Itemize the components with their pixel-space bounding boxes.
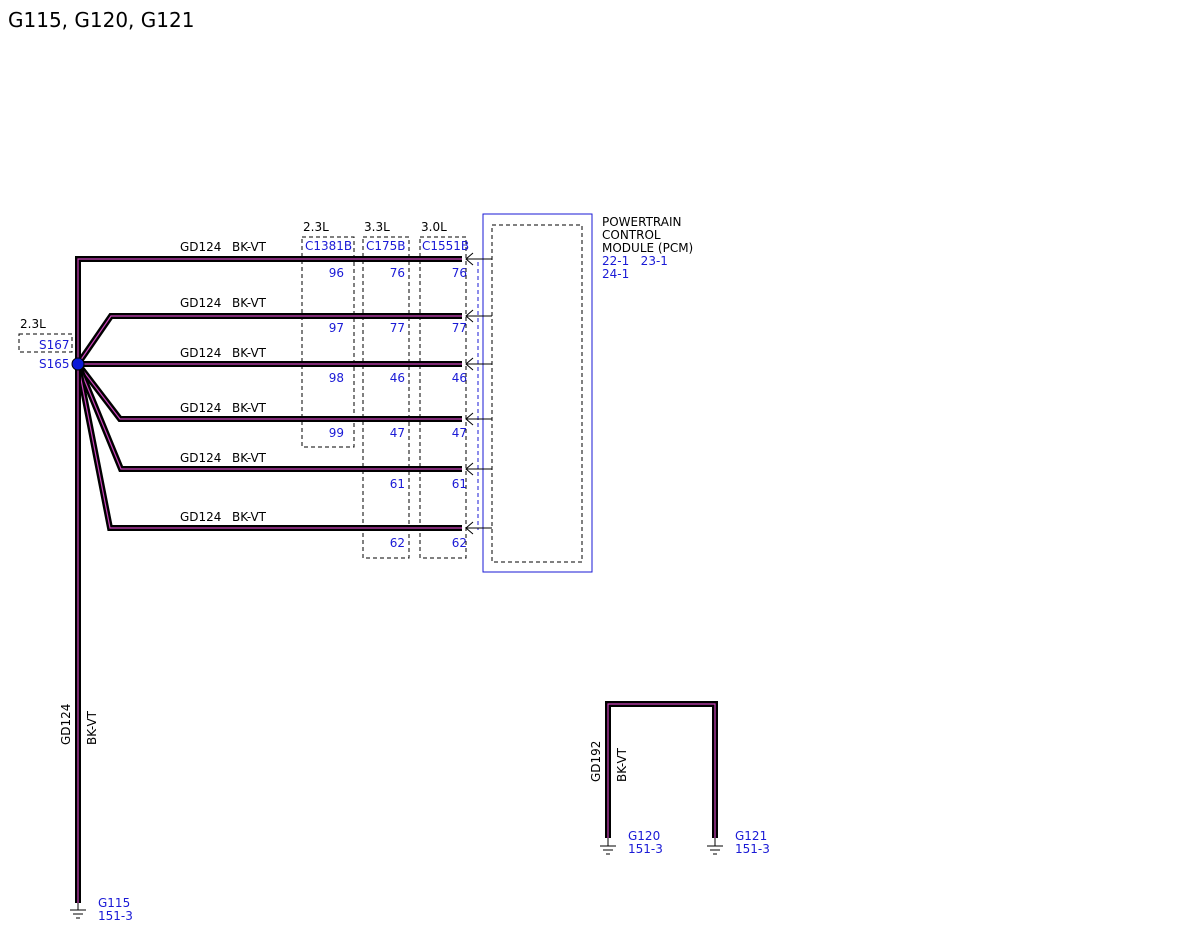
module-name-line-2: CONTROL bbox=[602, 228, 661, 242]
wire-circuit-label: GD124 bbox=[180, 240, 221, 254]
connector-pin: 96 bbox=[329, 266, 344, 280]
wire-gd192: GD192 BK-VT bbox=[589, 701, 718, 838]
connector-pin: 76 bbox=[452, 266, 467, 280]
ground-id: G121 bbox=[735, 829, 767, 843]
connector-pin: 47 bbox=[390, 426, 405, 440]
ground-ref: 151-3 bbox=[98, 909, 133, 923]
page-title: G115, G120, G121 bbox=[8, 8, 194, 32]
wire-2: GD124 BK-VT bbox=[75, 296, 462, 366]
wire-3: GD124 BK-VT bbox=[78, 346, 462, 367]
wire-stripe bbox=[607, 703, 716, 838]
connector-pin: 99 bbox=[329, 426, 344, 440]
pin-arrow-icon bbox=[465, 252, 492, 266]
connector-pin: 61 bbox=[452, 477, 467, 491]
splice-dot bbox=[71, 357, 85, 371]
splice-s165: 2.3L S167 S165 bbox=[18, 317, 85, 371]
wire-color-label: BK-VT bbox=[85, 710, 99, 745]
wire-circuit-label: GD124 bbox=[180, 510, 221, 524]
wire-4: GD124 BK-VT bbox=[75, 362, 462, 422]
wire-stripe bbox=[77, 363, 462, 529]
connector-c175b: 3.3L C175B 76 77 46 47 61 62 bbox=[362, 220, 410, 559]
connector-pin: 62 bbox=[390, 536, 405, 550]
connector-pin: 76 bbox=[390, 266, 405, 280]
powertrain-control-module: POWERTRAIN CONTROL MODULE (PCM) 22-1 23-… bbox=[477, 213, 693, 573]
wire-color-label: BK-VT bbox=[232, 296, 267, 310]
connector-pin: 77 bbox=[390, 321, 405, 335]
ground-g120: G120 151-3 bbox=[600, 829, 663, 856]
wire-color-label: BK-VT bbox=[232, 240, 267, 254]
ground-icon bbox=[600, 838, 616, 855]
wire-color-label: BK-VT bbox=[232, 401, 267, 415]
connector-c1381b: 2.3L C1381B 96 97 98 99 bbox=[301, 220, 355, 448]
connector-id: C1551B bbox=[422, 239, 469, 253]
pin-arrow-icon bbox=[465, 521, 492, 535]
pin-arrow-icon bbox=[465, 412, 492, 426]
ground-icon bbox=[70, 903, 86, 919]
connector-pin: 61 bbox=[390, 477, 405, 491]
module-ref-line-2: 24-1 bbox=[602, 267, 629, 281]
connector-id: C1381B bbox=[305, 239, 352, 253]
connector-outline bbox=[362, 236, 410, 559]
module-name-line-1: POWERTRAIN bbox=[602, 215, 682, 229]
connector-pin: 46 bbox=[452, 371, 467, 385]
ground-ref: 151-3 bbox=[628, 842, 663, 856]
connector-pin: 46 bbox=[390, 371, 405, 385]
wire-color-label: BK-VT bbox=[232, 451, 267, 465]
wire-path bbox=[75, 363, 462, 531]
connector-pin: 47 bbox=[452, 426, 467, 440]
wire-circuit-label: GD124 bbox=[180, 401, 221, 415]
splice-alt-outline bbox=[18, 333, 73, 353]
connector-engine-label: 3.0L bbox=[421, 220, 447, 234]
wire-1: GD124 BK-VT bbox=[75, 240, 462, 364]
splice-id: S165 bbox=[39, 357, 70, 371]
ground-ref: 151-3 bbox=[735, 842, 770, 856]
wire-stripe bbox=[77, 363, 462, 470]
wire-stripe bbox=[77, 363, 462, 420]
module-ref-line-1: 22-1 23-1 bbox=[602, 254, 668, 268]
wire-6: GD124 BK-VT bbox=[75, 363, 462, 531]
module-name-line-3: MODULE (PCM) bbox=[602, 241, 693, 255]
pin-arrow-icon bbox=[465, 309, 492, 323]
wire-circuit-label: GD124 bbox=[180, 346, 221, 360]
wire-circuit-label: GD124 bbox=[59, 704, 73, 745]
ground-id: G120 bbox=[628, 829, 660, 843]
connector-pin: 98 bbox=[329, 371, 344, 385]
ground-icon bbox=[707, 838, 723, 855]
connector-outline bbox=[301, 236, 355, 448]
connector-pin: 77 bbox=[452, 321, 467, 335]
pin-arrows bbox=[465, 252, 492, 535]
connector-outline bbox=[419, 236, 467, 559]
module-body bbox=[491, 224, 583, 563]
wire-color-label: BK-VT bbox=[232, 510, 267, 524]
connector-engine-label: 3.3L bbox=[364, 220, 390, 234]
wire-to-g115: GD124 BK-VT bbox=[59, 364, 99, 903]
wire-color-label: BK-VT bbox=[232, 346, 267, 360]
connector-c1551b: 3.0L C1551B 76 77 46 47 61 62 bbox=[419, 220, 469, 559]
ground-g115: G115 151-3 bbox=[70, 896, 133, 923]
module-outline bbox=[482, 213, 593, 573]
connector-pin: 62 bbox=[452, 536, 467, 550]
splice-engine-label: 2.3L bbox=[20, 317, 46, 331]
wire-stripe bbox=[77, 258, 462, 364]
connector-engine-label: 2.3L bbox=[303, 220, 329, 234]
pin-arrow-icon bbox=[465, 357, 492, 371]
connector-pin: 97 bbox=[329, 321, 344, 335]
wire-circuit-label: GD192 bbox=[589, 741, 603, 782]
ground-id: G115 bbox=[98, 896, 130, 910]
pin-arrow-icon bbox=[465, 462, 492, 476]
ground-g121: G121 151-3 bbox=[707, 829, 770, 856]
wire-stripe bbox=[77, 315, 462, 365]
wire-circuit-label: GD124 bbox=[180, 296, 221, 310]
wire-5: GD124 BK-VT bbox=[75, 362, 462, 472]
splice-alt-id: S167 bbox=[39, 338, 70, 352]
wire-circuit-label: GD124 bbox=[180, 451, 221, 465]
wire-color-label: BK-VT bbox=[615, 747, 629, 782]
connector-id: C175B bbox=[366, 239, 406, 253]
